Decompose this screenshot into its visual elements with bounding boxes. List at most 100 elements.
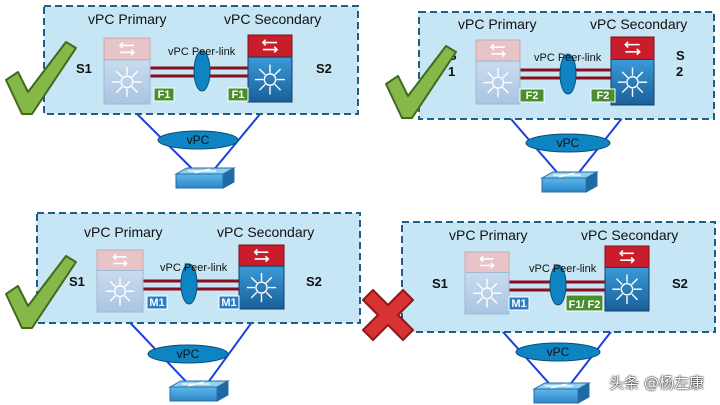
module-badge-primary-label: M1 <box>511 298 526 310</box>
primary-switch-chassis <box>464 251 510 273</box>
secondary-switch-spokes <box>617 67 648 97</box>
primary-switch <box>103 37 151 105</box>
s1-label: S1 <box>432 276 448 291</box>
module-badge-primary <box>153 87 175 102</box>
primary-switch <box>464 251 510 315</box>
secondary-label: vPC Secondary <box>590 16 687 32</box>
secondary-switch-hub <box>255 281 268 294</box>
vpc-domain-box <box>36 212 361 324</box>
check-mark-icon <box>5 41 77 115</box>
module-badge-primary-label: F1 <box>158 89 171 101</box>
access-switch-front <box>175 173 224 189</box>
module-badge-primary-label: M1 <box>149 297 164 309</box>
primary-switch-hub <box>113 285 127 298</box>
secondary-label: vPC Secondary <box>224 11 321 27</box>
module-badge-secondary <box>227 87 249 102</box>
access-switch-arrows-icon <box>544 383 573 389</box>
access-switch <box>532 382 591 404</box>
secondary-label: vPC Secondary <box>217 224 314 240</box>
primary-switch <box>96 249 144 313</box>
secondary-switch <box>610 36 655 106</box>
secondary-switch-chassis <box>247 34 293 58</box>
secondary-switch-hub <box>620 282 634 296</box>
primary-label: vPC Primary <box>84 224 163 240</box>
module-badge-primary-label: F2 <box>526 90 539 102</box>
s2-label-sub: 2 <box>676 64 683 79</box>
secondary-switch-spokes <box>246 272 277 303</box>
access-switch-side <box>222 167 235 189</box>
access-switch-front <box>541 177 587 193</box>
primary-switch <box>475 39 521 105</box>
primary-switch-spokes <box>105 277 135 306</box>
primary-label: vPC Primary <box>458 16 537 32</box>
access-switch-side <box>216 380 229 402</box>
primary-switch-hub <box>120 75 134 89</box>
secondary-switch-body <box>247 56 293 103</box>
primary-switch-chassis-icon <box>479 255 495 269</box>
vpc-bundle <box>157 130 239 150</box>
primary-switch-chassis-icon <box>112 253 128 267</box>
secondary-switch <box>604 245 650 312</box>
peer-link-label: vPC Peer-link <box>160 262 228 274</box>
peer-link-bundle <box>193 50 211 92</box>
primary-switch-body <box>464 271 510 315</box>
s2-label: S2 <box>316 61 332 76</box>
check-mark-icon <box>5 255 77 329</box>
access-switch-front <box>169 386 218 402</box>
secondary-switch-body <box>238 265 285 310</box>
module-badge-secondary-label: M1 <box>221 297 236 309</box>
access-switch <box>168 380 230 402</box>
secondary-switch-chassis <box>238 244 285 267</box>
secondary-switch-hub <box>626 75 639 89</box>
vpc-label: vPC <box>187 133 210 147</box>
secondary-switch-spokes <box>612 274 642 305</box>
primary-switch-body <box>475 60 521 105</box>
secondary-switch-body <box>610 58 655 106</box>
secondary-switch <box>247 34 293 103</box>
s1-label: S1 <box>76 61 92 76</box>
vpc-panel-2: F2 F2 vPC Primary vPC Secondary vPC Peer-lin… <box>418 11 715 193</box>
module-badge-secondary <box>218 295 240 310</box>
vpc-label: vPC <box>557 136 580 150</box>
primary-switch-body <box>96 269 144 313</box>
module-badge-primary <box>508 296 530 311</box>
s2-label: S <box>676 48 685 63</box>
module-badge-primary <box>519 88 545 103</box>
secondary-switch-body <box>604 266 650 312</box>
primary-switch-spokes <box>483 67 513 98</box>
secondary-switch-chassis-icon <box>619 249 635 264</box>
access-switch-arrows-icon <box>188 168 217 174</box>
s1-label: S1 <box>69 274 85 289</box>
secondary-switch-hub <box>263 73 277 86</box>
secondary-switch-chassis-icon <box>261 39 279 53</box>
peer-link-label: vPC Peer-link <box>534 52 602 64</box>
module-badge-secondary-label: F1/ F2 <box>569 299 601 311</box>
primary-switch-spokes <box>472 279 502 308</box>
cross-mark-icon <box>362 289 414 341</box>
module-badge-secondary-label: F2 <box>597 90 610 102</box>
secondary-switch-spokes <box>255 64 285 95</box>
access-switch-front <box>533 388 579 404</box>
secondary-label: vPC Secondary <box>581 227 678 243</box>
secondary-switch-chassis-icon <box>253 248 270 263</box>
access-switch-arrows-icon <box>552 172 581 178</box>
access-switch <box>174 167 236 189</box>
primary-switch-chassis-icon <box>118 42 136 56</box>
vpc-bundle <box>515 342 601 362</box>
peer-link-bundle <box>559 53 577 95</box>
vpc-label: vPC <box>547 345 570 359</box>
vpc-panel-4: M1 F1/ F2 vPC Primary vPC Secondary vPC Peer… <box>401 221 716 404</box>
vpc-label: vPC <box>177 347 200 361</box>
primary-switch-chassis <box>475 39 521 62</box>
secondary-switch <box>238 244 285 310</box>
secondary-switch-chassis <box>610 36 655 60</box>
primary-switch-chassis <box>103 37 151 61</box>
secondary-switch-chassis <box>604 245 650 268</box>
peer-link-label: vPC Peer-link <box>529 263 597 275</box>
vpc-bundle <box>147 344 229 364</box>
secondary-switch-chassis-icon <box>624 41 641 56</box>
module-badge-secondary-label: F1 <box>232 89 245 101</box>
primary-label: vPC Primary <box>449 227 528 243</box>
